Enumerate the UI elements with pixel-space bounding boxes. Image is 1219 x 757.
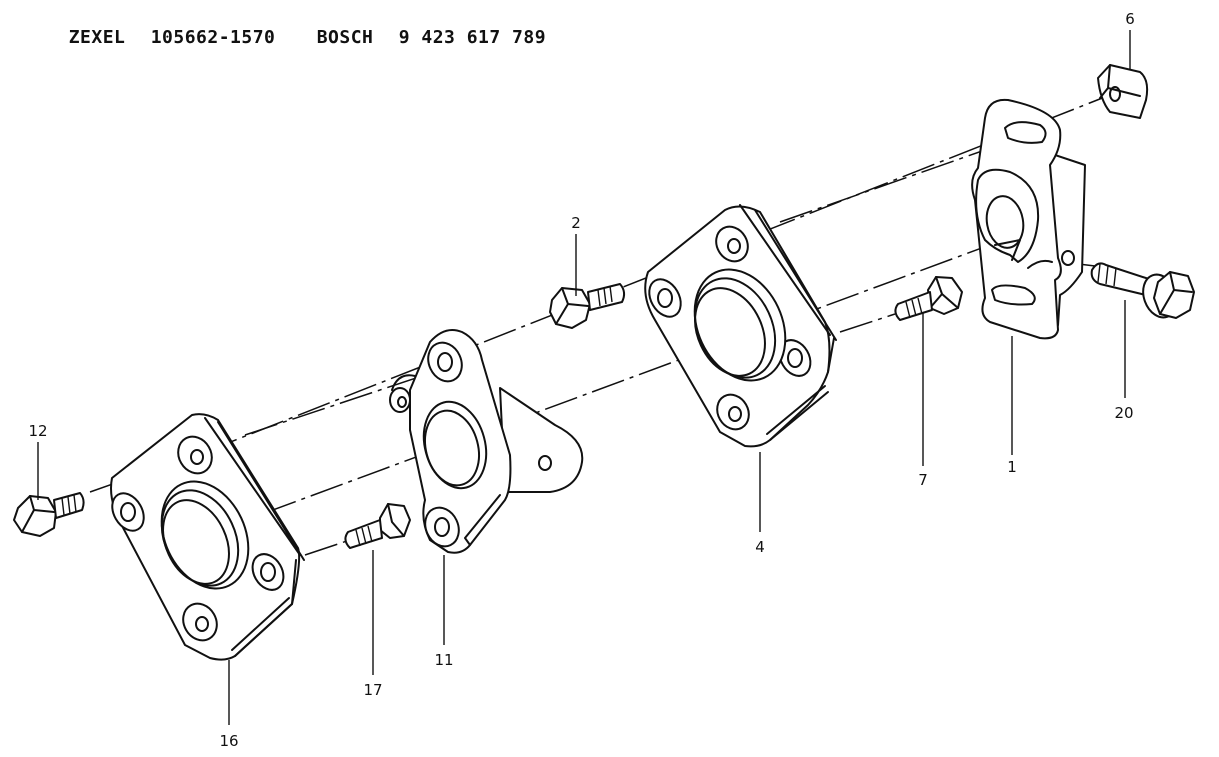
bosch-label: BOSCH: [316, 27, 374, 48]
callout-16: 16: [219, 732, 238, 750]
drive-bracket: [971, 98, 1086, 340]
callout-12: 12: [28, 422, 47, 440]
square-nut: [1097, 64, 1149, 119]
callout-17: 17: [363, 681, 382, 699]
leader-lines: [37, 30, 1131, 725]
callout-2: 2: [571, 214, 581, 232]
stud-bolt-17: [344, 503, 411, 549]
zexel-part-number: 105662-1570: [150, 27, 276, 48]
callout-1: 1: [1007, 458, 1017, 476]
flange-plate-left: [110, 413, 305, 661]
callout-7: 7: [918, 471, 928, 489]
drawing-header: ZEXEL 105662-1570 BOSCH 9 423 617 789: [46, 6, 546, 48]
flange-bolt-20: [1090, 262, 1195, 319]
hex-bolt-12: [13, 492, 85, 537]
callout-20: 20: [1114, 404, 1133, 422]
flange-plate-right: [644, 204, 837, 448]
callout-6: 6: [1125, 10, 1135, 28]
callout-4: 4: [755, 538, 765, 556]
stud-bolt-7: [894, 276, 963, 321]
coupling-flange-center: [389, 329, 584, 554]
callout-11: 11: [434, 651, 453, 669]
hex-bolt-2: [549, 283, 626, 329]
bosch-part-number: 9 423 617 789: [398, 27, 547, 48]
zexel-label: ZEXEL: [68, 27, 126, 48]
callout-labels: 12 2 6 4 7 1 20 17 11 16: [28, 10, 1134, 750]
